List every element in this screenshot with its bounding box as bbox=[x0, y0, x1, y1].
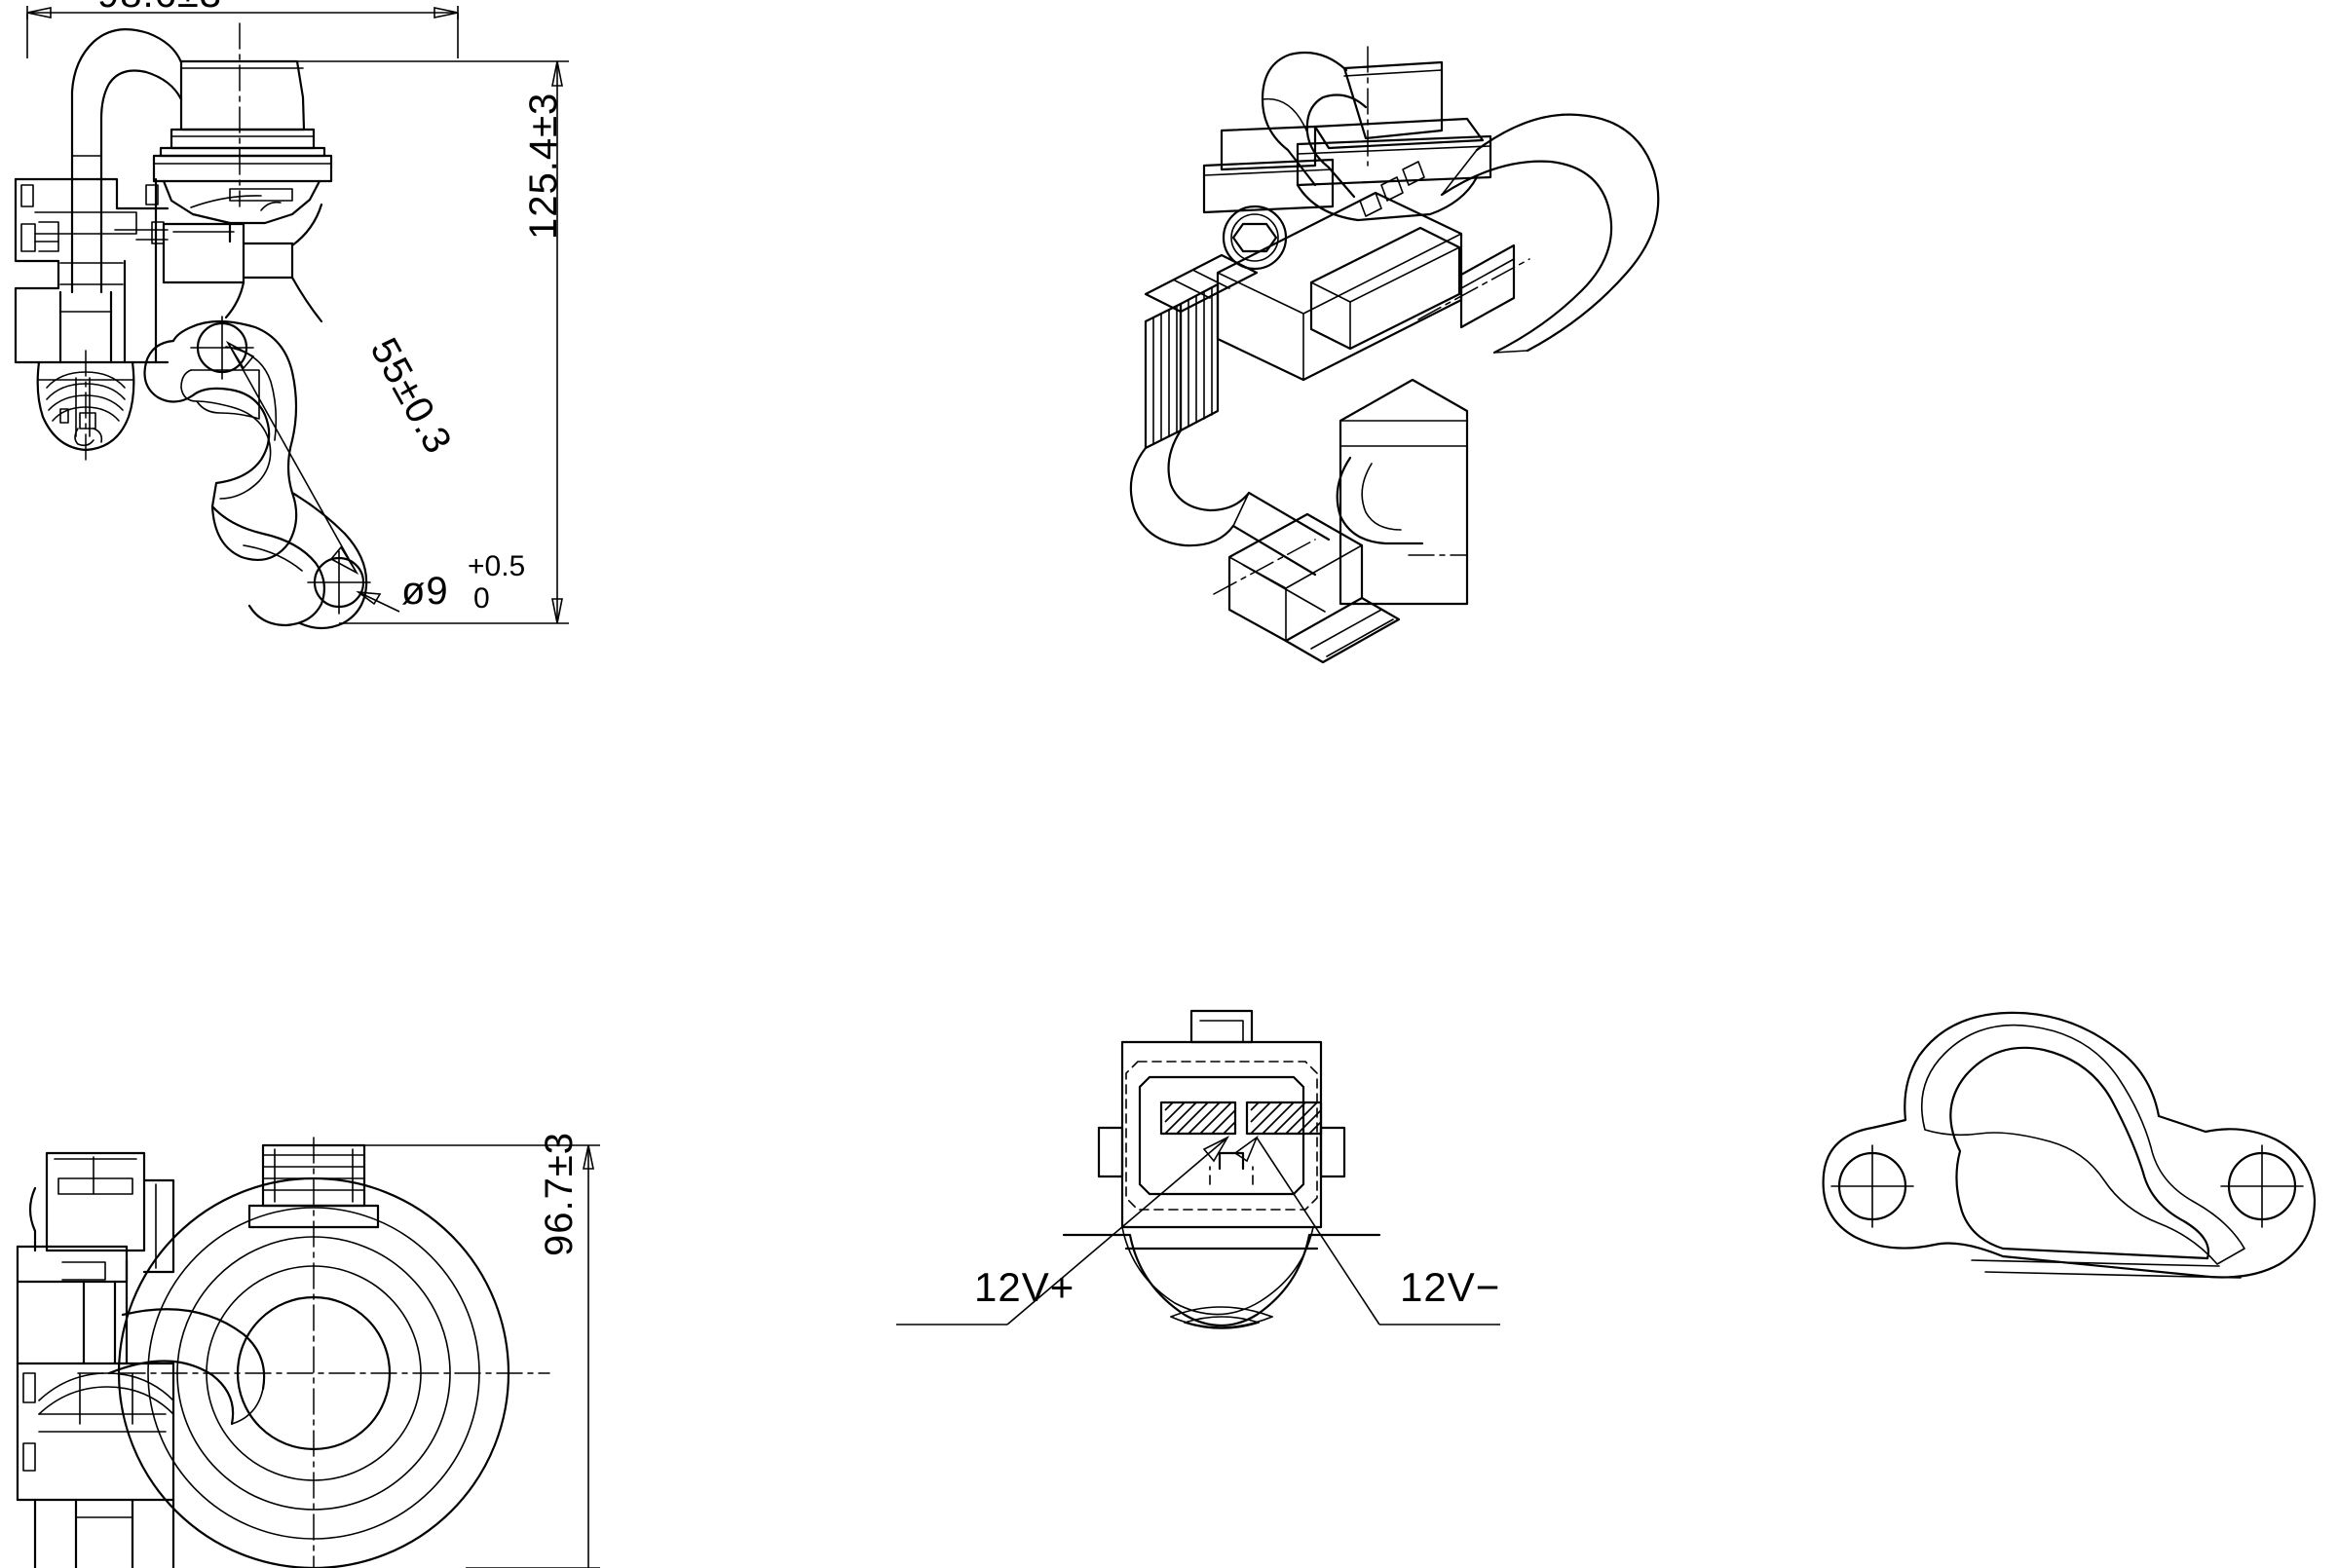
connector-detail-view bbox=[896, 993, 1500, 1402]
connector-pin-left bbox=[1159, 1101, 1237, 1136]
connector-key-notch bbox=[1218, 1151, 1245, 1171]
dim-text-hole-tol-lower: 0 bbox=[473, 582, 490, 615]
leader-12v-positive bbox=[896, 1136, 1230, 1325]
dim-bottom-height bbox=[364, 1144, 600, 1568]
gasket-outer-edge bbox=[1984, 1271, 2242, 1279]
dim-text-overall-height: 125.4±3 bbox=[522, 92, 565, 240]
iso-clamp-collar bbox=[1359, 161, 1425, 217]
dim-overall-width bbox=[26, 6, 459, 58]
bottom-elevation-view bbox=[0, 1081, 623, 1568]
bottom-left-bracket bbox=[16, 1245, 175, 1502]
dim-overall-height bbox=[240, 60, 569, 624]
label-12v-negative: 12V− bbox=[1400, 1264, 1501, 1310]
plunger-shaft bbox=[58, 290, 113, 364]
dim-text-overall-width: 98.6±3 bbox=[97, 0, 222, 17]
solenoid-body-circles bbox=[77, 1137, 550, 1568]
leader-12v-negative bbox=[1233, 1135, 1500, 1325]
label-12v-positive: 12V+ bbox=[974, 1264, 1075, 1310]
bottom-hose bbox=[107, 1308, 266, 1426]
dim-bolt-spacing bbox=[225, 340, 359, 576]
iso-hose-right-loop bbox=[1440, 113, 1660, 355]
isometric-view bbox=[1120, 29, 1763, 691]
connector-latch bbox=[1189, 1009, 1254, 1044]
iso-hose-upper-left bbox=[1261, 51, 1368, 199]
dim-text-hole-tol-upper: +0.5 bbox=[468, 550, 526, 582]
iso-hex-boss bbox=[1222, 205, 1288, 271]
vacuum-hose bbox=[70, 28, 183, 294]
iso-valve-body bbox=[1216, 191, 1463, 382]
gasket-outline bbox=[1822, 1011, 2317, 1279]
front-elevation-view bbox=[0, 0, 604, 701]
gasket-mid-profile bbox=[1920, 1024, 2245, 1265]
iso-connector bbox=[1213, 512, 1401, 664]
gasket-hole-left bbox=[1830, 1144, 1914, 1228]
iso-outlet-stub bbox=[1336, 378, 1469, 606]
leader-hole-diameter bbox=[356, 590, 400, 613]
dim-text-hole-diameter: ø9 bbox=[401, 570, 449, 613]
gasket-inner-opening bbox=[1949, 1046, 2210, 1260]
solenoid-plunger-head bbox=[36, 350, 135, 461]
iso-hose-lower-left bbox=[1129, 429, 1331, 577]
iso-side-port bbox=[1417, 243, 1530, 329]
connector-pin-right bbox=[1245, 1101, 1323, 1136]
mounting-hole-upper bbox=[190, 316, 254, 380]
bottom-plunger-seat bbox=[33, 1372, 175, 1568]
valve-neck bbox=[162, 201, 323, 323]
iso-diaphragm-cap bbox=[1202, 46, 1492, 222]
connector-key-hidden bbox=[1209, 1166, 1254, 1185]
mounting-flange bbox=[143, 319, 298, 561]
mounting-hole-lower bbox=[307, 550, 371, 615]
gasket-hole-right bbox=[2220, 1144, 2304, 1228]
diaphragm-housing bbox=[152, 59, 333, 225]
connector-skirt bbox=[1062, 1226, 1381, 1329]
gasket-inner-edge bbox=[1971, 1259, 2220, 1267]
dim-text-bottom-height: 96.7±3 bbox=[538, 1131, 581, 1256]
bottom-connector-block bbox=[28, 1151, 175, 1274]
flange-lower-arm bbox=[210, 491, 368, 630]
left-bracket bbox=[14, 177, 170, 364]
gasket-view bbox=[1812, 984, 2338, 1315]
